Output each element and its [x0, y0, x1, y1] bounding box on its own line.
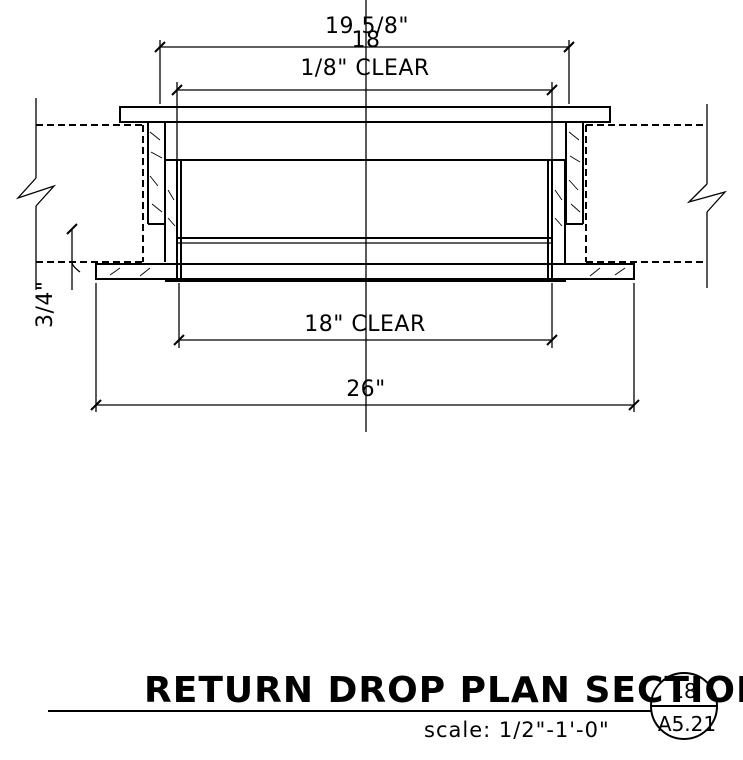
duct-box [147, 122, 584, 282]
dimension-top-overall: 19 5/8" 18 [154, 14, 575, 104]
dim-bottom-clear-label: 18" CLEAR [304, 312, 425, 337]
dim-top-clear-label: 1/8" CLEAR [300, 56, 429, 81]
dimension-bottom-clear: 18" CLEAR [173, 283, 558, 348]
centerline-number-label: 18 [352, 28, 381, 53]
drawing-title: RETURN DROP PLAN SECTION [144, 670, 743, 711]
title-block: RETURN DROP PLAN SECTION scale: 1/2"-1'-… [48, 670, 743, 742]
bottom-flange [95, 263, 635, 280]
dimension-side-offset: 3/4" [33, 223, 81, 328]
section-tag-number: 18 [671, 679, 696, 703]
right-wall [585, 104, 727, 288]
section-tag: 18 A5.21 [650, 672, 718, 740]
scale-note: scale: 1/2"-1'-0" [424, 718, 610, 742]
dim-side-offset-label: 3/4" [33, 280, 58, 328]
top-flange [119, 106, 611, 123]
jamb-hatching [149, 131, 581, 227]
left-wall [15, 98, 144, 290]
dim-bottom-overall-label: 26" [346, 377, 386, 402]
dim-top-overall-label: 19 5/8" [325, 14, 409, 39]
section-tag-sheet: A5.21 [658, 712, 716, 736]
dimension-bottom-overall: 26" [90, 283, 640, 412]
